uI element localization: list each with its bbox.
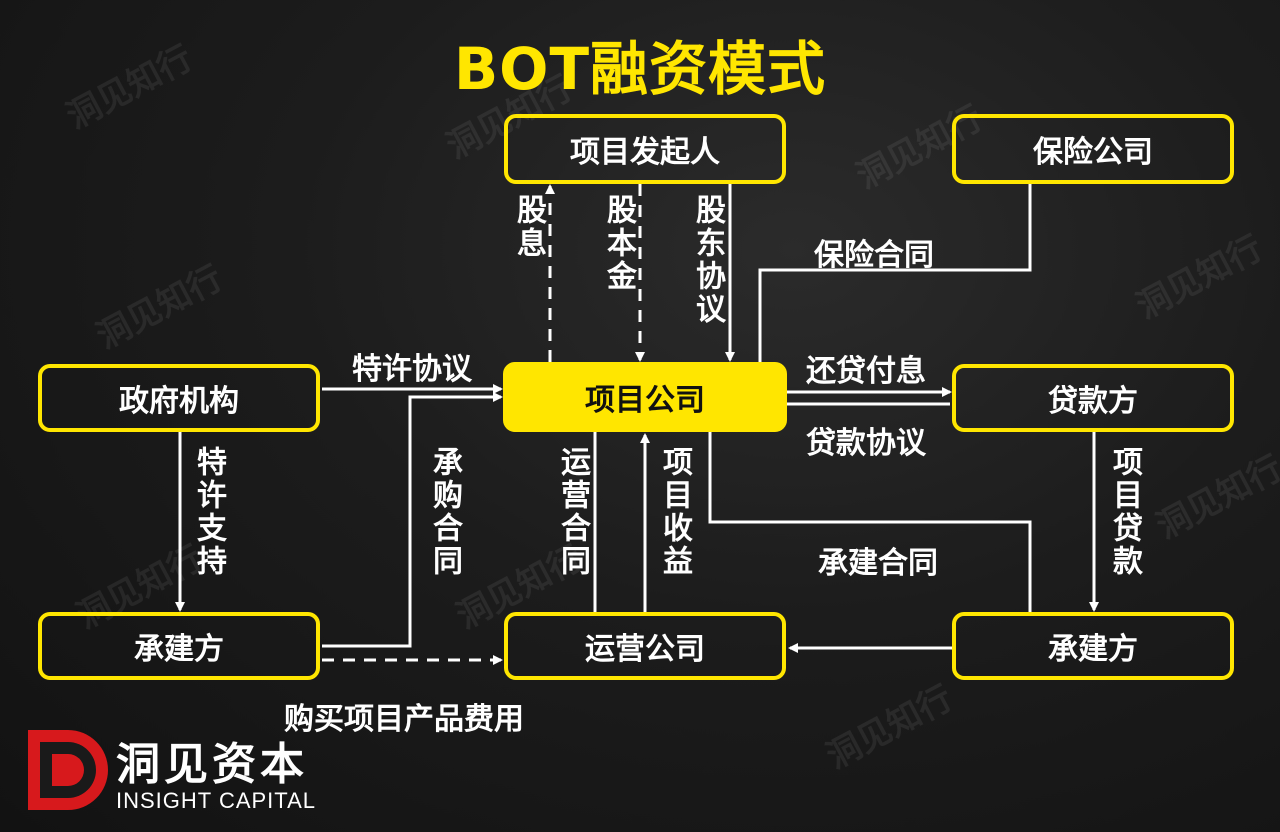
label-repayment: 还贷付息 xyxy=(806,354,926,389)
node-operating-company: 运营公司 xyxy=(504,612,786,680)
edge-construction-contract xyxy=(708,432,1032,612)
label-dividend: 股息 xyxy=(511,194,546,260)
label-project-revenue: 项目收益 xyxy=(657,446,692,578)
node-insurance-company: 保险公司 xyxy=(952,114,1234,184)
edge-insurance-contract xyxy=(758,184,1032,362)
label-offtake-contract: 承购合同 xyxy=(427,446,462,578)
node-government-agency: 政府机构 xyxy=(38,364,320,432)
label-concession-agreement: 特许协议 xyxy=(352,352,472,387)
node-contractor-left: 承建方 xyxy=(38,612,320,680)
label-project-loan: 项目贷款 xyxy=(1107,446,1142,578)
label-shareholder-agreement: 股东协议 xyxy=(690,194,725,326)
label-operation-contract: 运营合同 xyxy=(555,446,590,578)
node-project-sponsor: 项目发起人 xyxy=(504,114,786,184)
label-product-purchase-fee: 购买项目产品费用 xyxy=(284,702,524,737)
edge-offtake-contract xyxy=(322,392,503,648)
label-concession-support: 特许支持 xyxy=(191,446,226,578)
label-loan-agreement: 贷款协议 xyxy=(806,426,926,461)
node-contractor-right: 承建方 xyxy=(952,612,1234,680)
label-insurance-contract: 保险合同 xyxy=(814,238,934,273)
node-lender: 贷款方 xyxy=(952,364,1234,432)
label-construction-contract: 承建合同 xyxy=(818,546,938,581)
brand-name: 洞见资本 xyxy=(116,739,308,790)
brand-name-en: INSIGHT CAPITAL xyxy=(116,788,317,813)
brand-logo-icon xyxy=(28,730,108,810)
node-project-company: 项目公司 xyxy=(503,362,787,432)
label-equity-capital: 股本金 xyxy=(601,194,636,293)
diagram-title: BOT融资模式 xyxy=(453,35,827,103)
